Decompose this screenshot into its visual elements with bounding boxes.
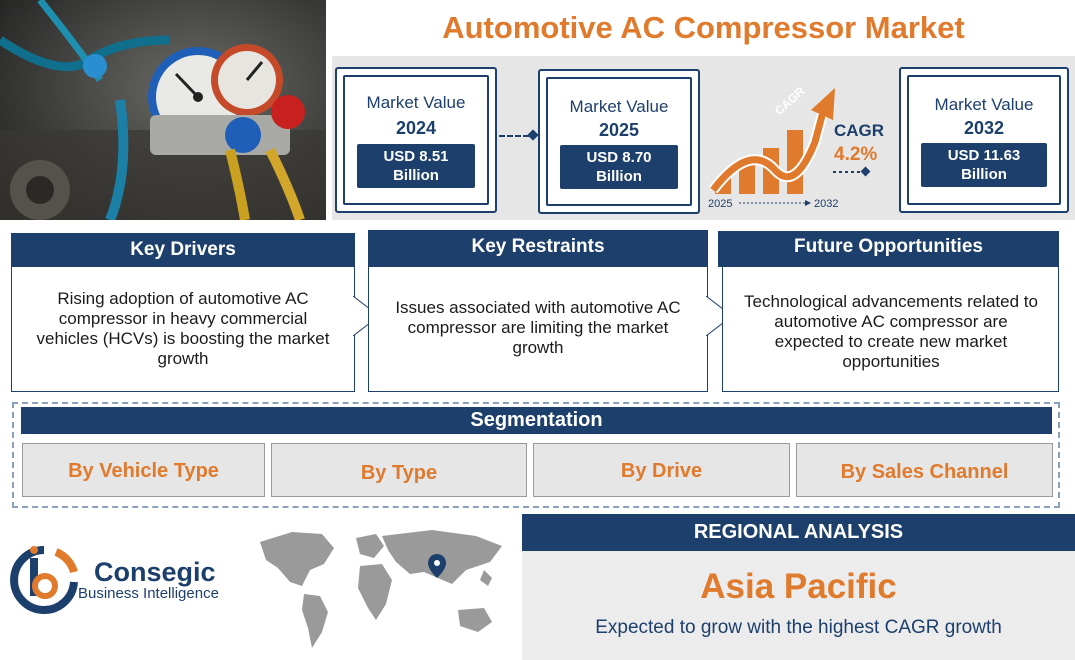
future-opportunities-text: Technological advancements related to au… [744, 292, 1038, 371]
pressure-gauge-photo [0, 0, 326, 220]
brand-name: Consegic [94, 557, 216, 587]
market-value-card-2025: Market Value 2025 USD 8.70 Billion [538, 69, 700, 214]
market-value-card-2024: Market Value 2024 USD 8.51 Billion [335, 67, 497, 213]
ac-gauge-photo [0, 0, 326, 220]
segment-by-sales-channel: By Sales Channel [796, 443, 1053, 497]
segment-by-vehicle-type: By Vehicle Type [22, 443, 265, 497]
market-value-year: 2025 [598, 120, 640, 140]
key-drivers-heading: Key Drivers [11, 233, 355, 267]
connector-line [499, 135, 529, 137]
segmentation-section [12, 402, 1060, 508]
future-opportunities-heading: Future Opportunities [718, 231, 1059, 267]
market-value-amount: USD 8.51 Billion [357, 144, 475, 188]
cagr-end-year: 2032 [814, 198, 839, 210]
cagr-value: 4.2% [834, 144, 878, 165]
regional-analysis-heading: REGIONAL ANALYSIS [522, 514, 1075, 551]
growth-arrow-icon [708, 88, 871, 206]
key-restraints-heading: Key Restraints [368, 230, 708, 267]
cagr-start-year: 2025 [708, 198, 733, 210]
market-value-year: 2032 [963, 118, 1005, 138]
page-title: Automotive AC Compressor Market [442, 10, 965, 45]
segment-by-drive: By Drive [533, 443, 790, 497]
segmentation-heading: Segmentation [21, 407, 1052, 434]
market-value-amount: USD 8.70 Billion [560, 145, 678, 189]
segment-by-type: By Type [271, 443, 527, 497]
market-value-label: Market Value [934, 95, 1034, 114]
region-description: Expected to grow with the highest CAGR g… [595, 617, 1002, 638]
brand-subtitle: Business Intelligence [78, 585, 219, 602]
market-value-amount: USD 11.63 Billion [921, 143, 1047, 187]
cagr-label: CAGR [834, 121, 885, 140]
market-value-year: 2024 [395, 118, 437, 138]
market-value-card-2032: Market Value 2032 USD 11.63 Billion [899, 67, 1069, 213]
market-value-label: Market Value [569, 97, 669, 116]
world-map-icon [260, 530, 502, 648]
market-value-label: Market Value [366, 93, 466, 112]
key-drivers-text: Rising adoption of automotive AC compres… [36, 289, 330, 368]
key-restraints-text: Issues associated with automotive AC com… [395, 298, 681, 357]
region-name: Asia Pacific [700, 567, 897, 606]
consegic-logo-icon [10, 546, 78, 614]
